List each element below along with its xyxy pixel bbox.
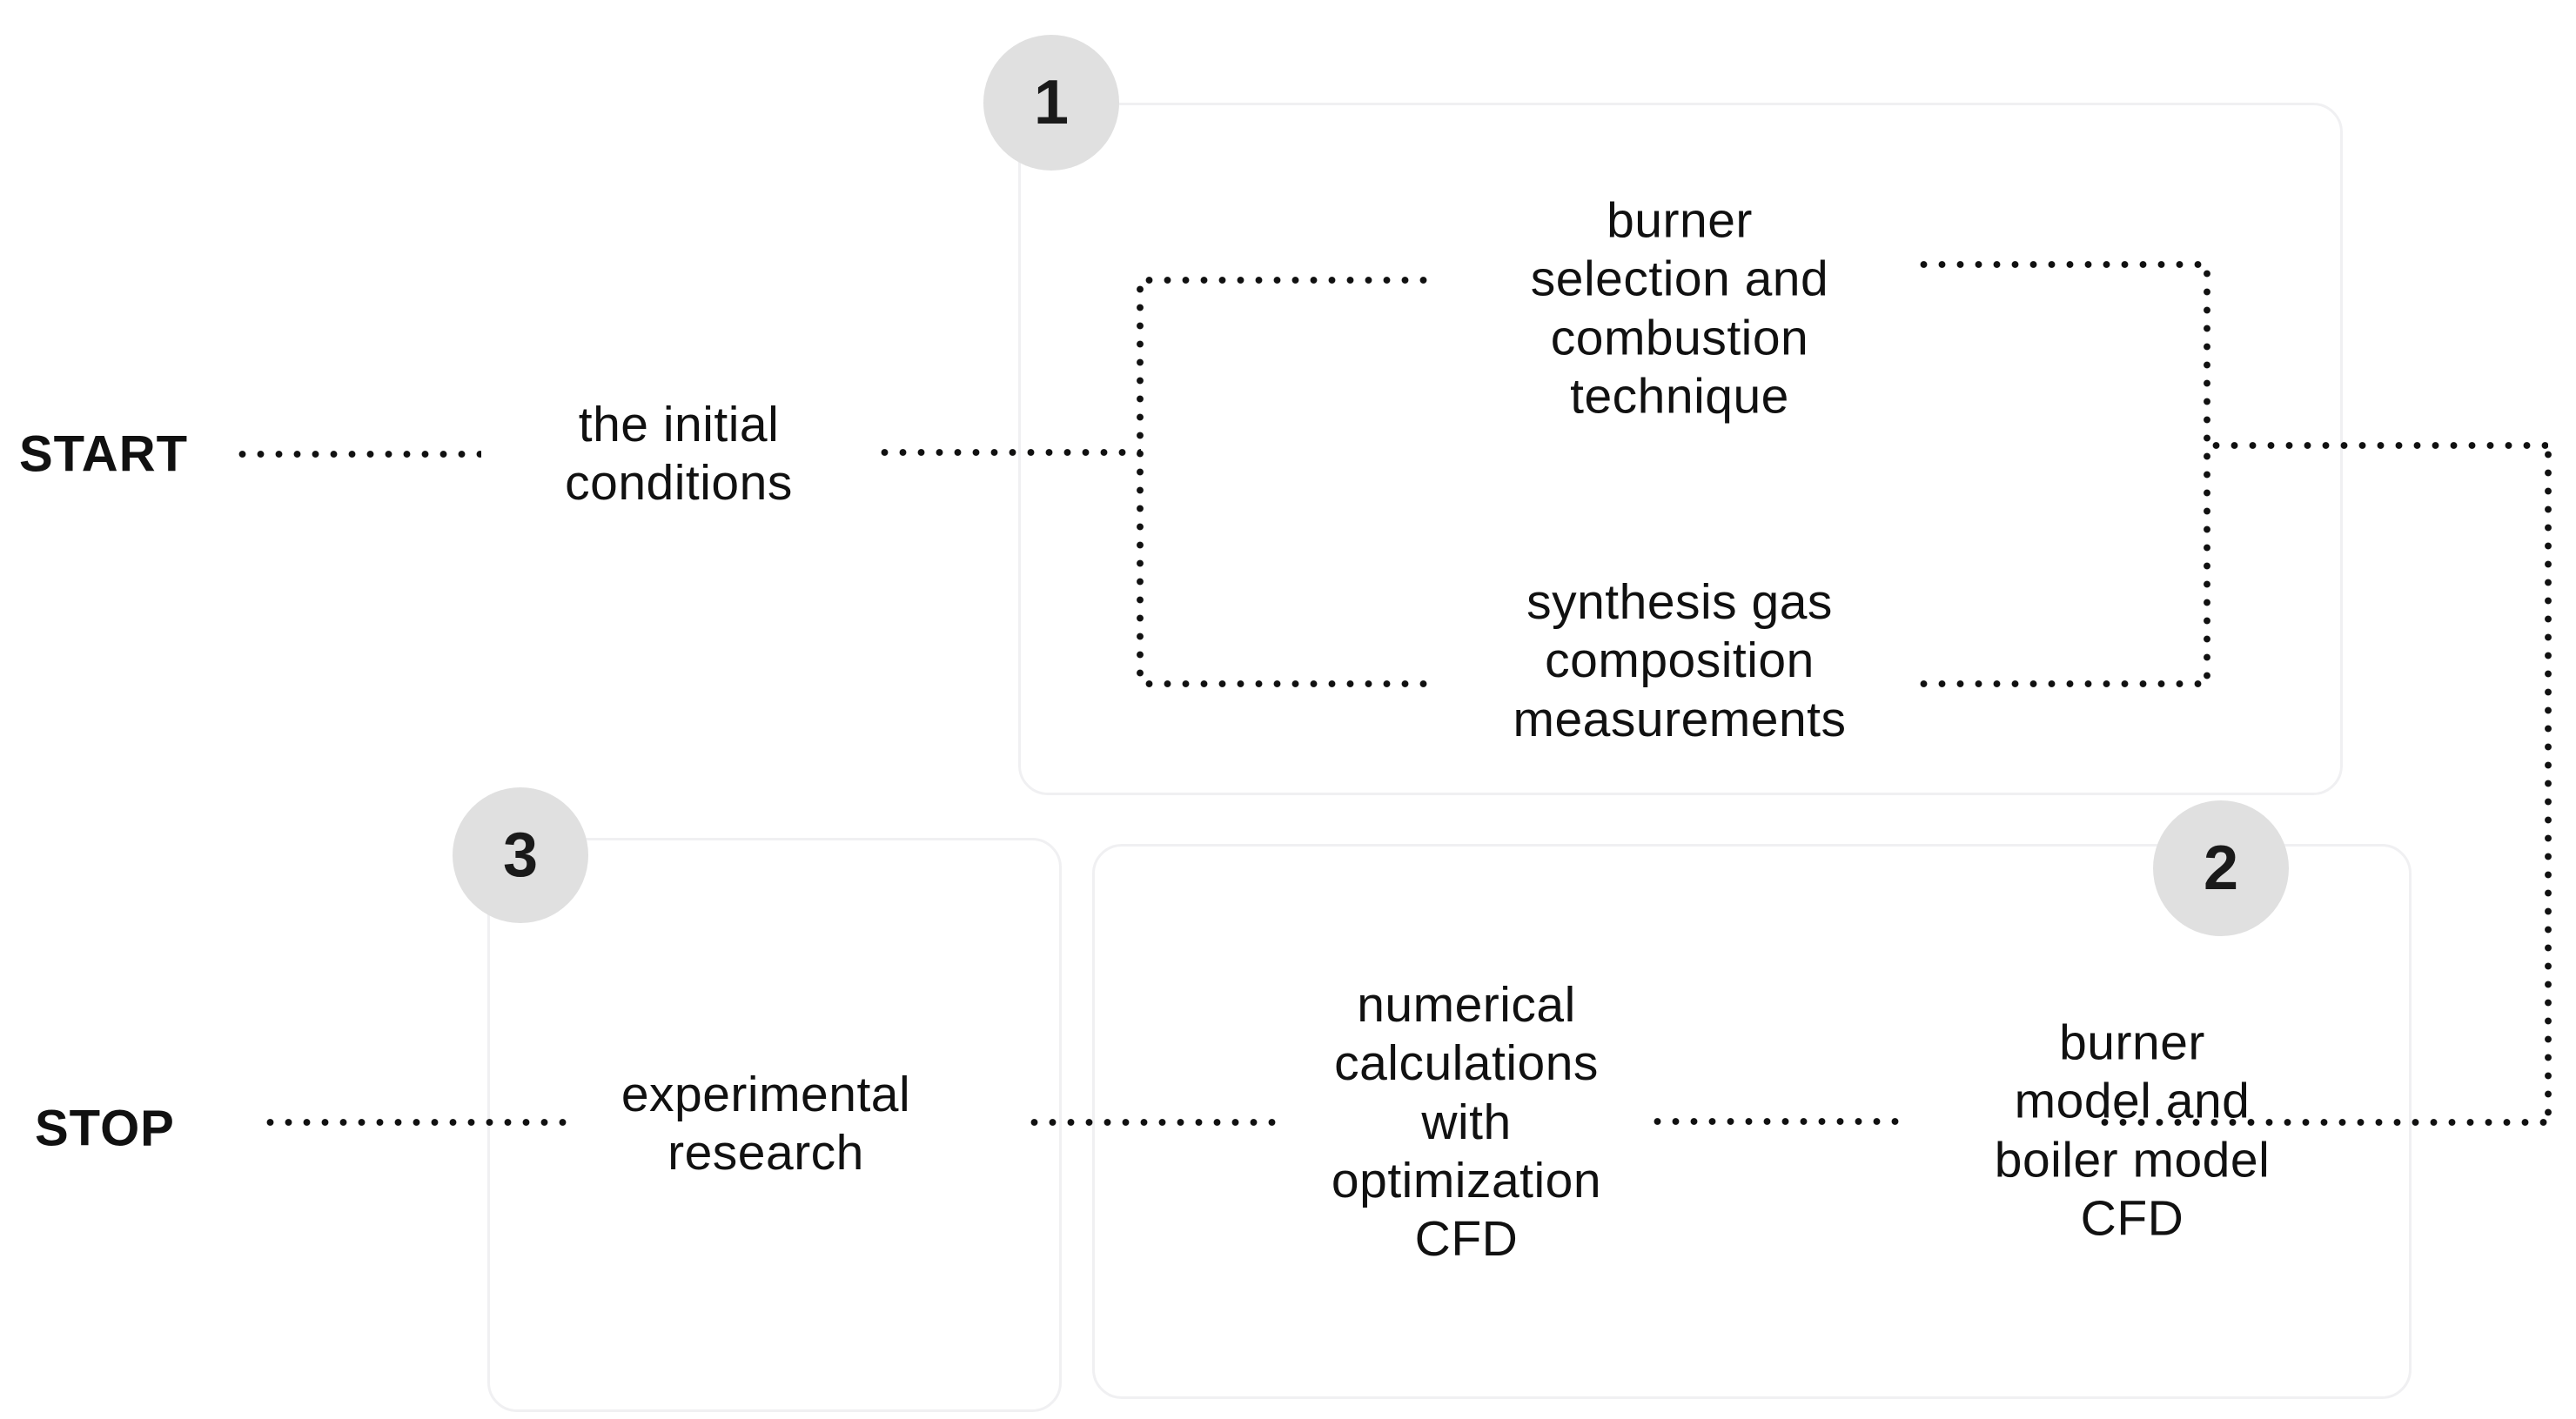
connector-bracket-left-vertical <box>1136 280 1144 687</box>
node-experimental-research: experimental research <box>621 1066 911 1181</box>
connector-bracket-left-bottom <box>1140 679 1432 688</box>
connector-numerical-to-experimental <box>1025 1118 1282 1127</box>
badge-1: 1 <box>983 35 1119 171</box>
badge-3: 3 <box>453 787 588 923</box>
connector-stage2-to-numerical <box>1648 1117 1902 1126</box>
connector-bracket-left-top <box>1140 276 1432 284</box>
connector-right-loop-vertical <box>2544 445 2553 1122</box>
node-synthesis-gas: synthesis gas composition measurements <box>1513 574 1847 747</box>
connector-experimental-to-stop <box>261 1118 574 1127</box>
connector-bracket-right-top <box>1915 260 2207 269</box>
terminal-start: START <box>19 425 189 483</box>
node-burner-boiler-model: burner model and boiler model CFD <box>1994 1014 2271 1247</box>
node-numerical-calculations: numerical calculations with optimization… <box>1331 976 1602 1267</box>
node-burner-selection: burner selection and combustion techniqu… <box>1530 192 1829 425</box>
node-initial-conditions: the initial conditions <box>565 396 793 511</box>
connector-initial-to-bracket <box>875 448 1141 457</box>
connector-bracket-right-vertical <box>2203 264 2211 687</box>
connector-bracket-right-exit <box>2207 441 2548 450</box>
badge-2: 2 <box>2153 800 2289 936</box>
connector-right-loop-to-stage2 <box>2096 1118 2552 1127</box>
terminal-stop: STOP <box>35 1100 175 1157</box>
connector-start-to-initial <box>233 450 481 458</box>
connector-bracket-right-bottom <box>1915 679 2207 688</box>
